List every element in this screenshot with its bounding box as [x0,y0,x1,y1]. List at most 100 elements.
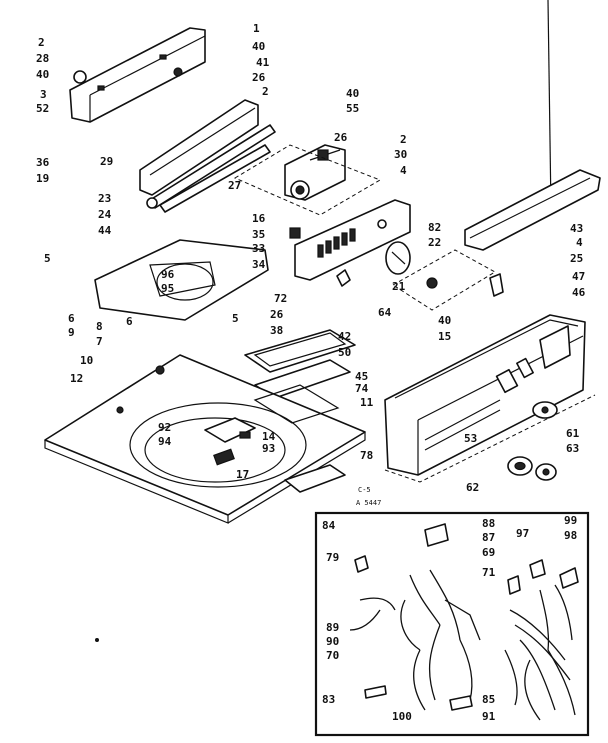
label-82: 82 [428,221,441,234]
label-2: 2 [262,85,269,98]
label-15: 15 [438,330,451,343]
label-46: 46 [572,286,586,299]
console-panel-34 [289,199,411,287]
label-41: 41 [256,56,270,69]
label-23: 23 [98,192,111,205]
label-62: 62 [466,481,479,494]
label-22: 22 [428,236,441,249]
part-78 [284,464,346,493]
label-21: 21 [392,280,406,293]
label-43: 43 [570,222,583,235]
label-44: 44 [98,224,112,237]
lid-hinge-assembly [139,99,276,213]
knob-63 [535,463,557,481]
label-83: 83 [322,693,335,706]
label-79: 79 [326,551,339,564]
label-100: 100 [392,710,412,723]
label-24: 24 [98,208,112,221]
label-36: 36 [36,156,50,169]
label-2: 2 [38,36,45,49]
label-47: 47 [572,270,585,283]
label-78: 78 [360,449,373,462]
label-40: 40 [346,87,359,100]
wiring-harness-left [349,523,481,711]
control-hood-43 [464,169,601,251]
label-40: 40 [438,314,451,327]
label-88: 88 [482,517,495,530]
label-69: 69 [482,546,495,559]
label-26: 26 [270,308,284,321]
label-3: 3 [40,88,47,101]
label-5: 5 [44,252,51,265]
lid-33 [94,239,269,321]
label-27: 27 [228,179,241,192]
label-16: 16 [252,212,266,225]
label-17: 17 [236,468,249,481]
label-11: 11 [360,396,374,409]
label-84: 84 [322,519,336,532]
label-98: 98 [564,529,577,542]
label-96: 96 [161,268,175,281]
part-21 [426,277,438,289]
label-92: 92 [158,421,171,434]
code-a5447: A 5447 [356,499,381,507]
label-93: 93 [262,442,275,455]
label-50: 50 [338,346,351,359]
label-33: 33 [252,242,265,255]
label-40: 40 [252,40,265,53]
scan-edge-line [547,0,552,211]
label-64: 64 [378,306,392,319]
label-5: 5 [232,312,239,325]
label-35: 35 [252,228,265,241]
label-26: 26 [334,131,348,144]
label-26: 26 [252,71,266,84]
label-63: 63 [566,442,579,455]
label-97: 97 [516,527,529,540]
label-72: 72 [274,292,287,305]
callout-labels: 1 2 28 40 40 41 26 2 40 55 3 52 26 29 36… [36,22,586,723]
stray-dot [95,638,99,642]
label-91: 91 [482,710,496,723]
label-95: 95 [161,282,174,295]
label-38: 38 [270,324,283,337]
label-25: 25 [570,252,583,265]
label-52: 52 [36,102,49,115]
label-70: 70 [326,649,339,662]
label-30: 30 [394,148,407,161]
label-71: 71 [482,566,496,579]
switch-assembly-27 [284,144,346,201]
label-34: 34 [252,258,266,271]
label-40: 40 [36,68,49,81]
part-25 [489,273,504,297]
label-19: 19 [36,172,49,185]
label-61: 61 [566,427,580,440]
label-6: 6 [126,315,133,328]
label-28: 28 [36,52,49,65]
dashed-console-outline [384,394,596,483]
dashed-group-21 [392,249,497,311]
label-94: 94 [158,435,172,448]
label-99: 99 [564,514,577,527]
control-console-46 [384,314,586,476]
code-c5: C-5 [358,486,371,494]
label-9: 9 [68,326,75,339]
knob-61 [507,456,533,476]
label-45: 45 [355,370,368,383]
label-74: 74 [355,382,369,395]
label-2: 2 [400,133,407,146]
wiring-harness-right [504,559,579,721]
dashed-group-27 [233,144,382,216]
label-1: 1 [253,22,260,35]
filter-panel-42 [244,329,356,399]
label-4: 4 [576,236,583,249]
label-10: 10 [80,354,93,367]
label-55: 55 [346,102,359,115]
label-4: 4 [400,164,407,177]
label-85: 85 [482,693,495,706]
label-90: 90 [326,635,339,648]
label-87: 87 [482,531,495,544]
top-panel-11 [44,354,366,524]
label-6: 6 [68,312,75,325]
label-7: 7 [96,335,103,348]
